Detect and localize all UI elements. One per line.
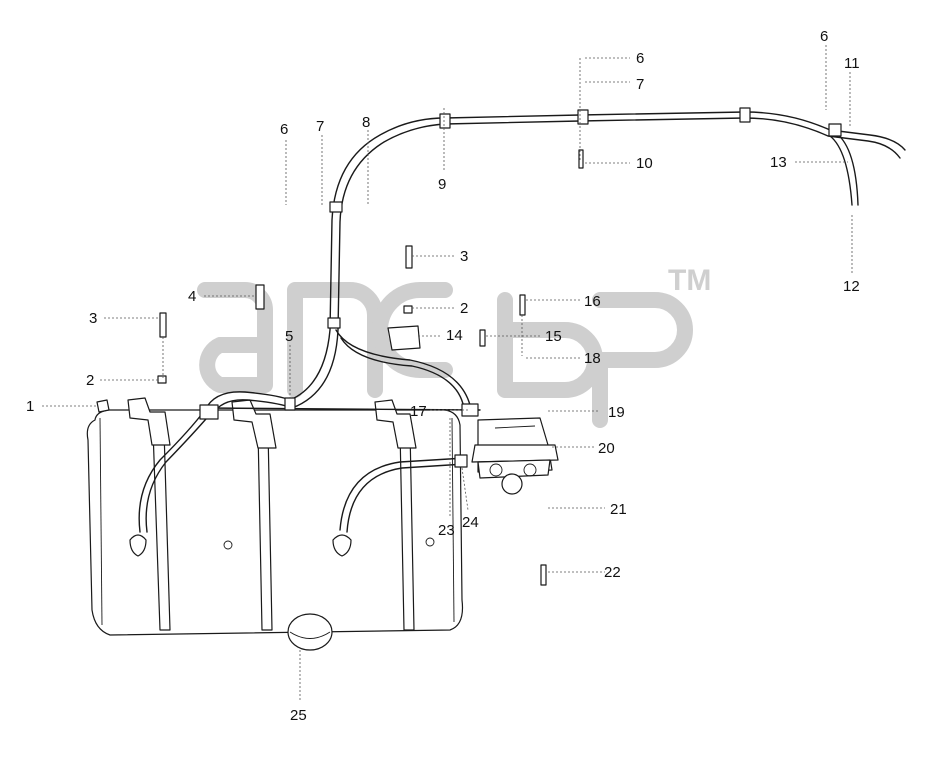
callout-6-middle: 6 [636,50,644,67]
callout-2-right: 2 [460,300,468,317]
callout-2-left: 2 [86,372,94,389]
callout-4: 4 [188,288,196,305]
fuel-tank [86,409,464,651]
callout-16: 16 [584,293,601,310]
callout-labels: 1 2 2 3 3 4 5 6 6 6 7 7 8 9 10 11 12 13 … [26,28,860,724]
filter-assembly [387,325,559,495]
drain-plug [287,613,333,651]
watermark-logo: TM [197,264,711,428]
callout-9: 9 [438,176,446,193]
fasteners [96,149,584,586]
callout-5: 5 [285,328,293,345]
callout-3-left: 3 [89,310,97,327]
callout-14: 14 [446,327,463,344]
callout-17: 17 [410,403,427,420]
callout-15: 15 [545,328,562,345]
callout-6-left: 6 [280,121,288,138]
callout-8: 8 [362,114,370,131]
callout-20: 20 [598,440,615,457]
leader-lines [42,45,853,700]
clamps [199,107,842,468]
callout-10: 10 [636,155,653,172]
callout-13: 13 [770,154,787,171]
callout-1: 1 [26,398,34,415]
callout-12: 12 [843,278,860,295]
callout-21: 21 [610,501,627,518]
callout-6-right: 6 [820,28,828,45]
callout-25: 25 [290,707,307,724]
callout-23: 23 [438,522,455,539]
callout-24: 24 [462,514,479,531]
callout-7-left: 7 [316,118,324,135]
callout-11: 11 [844,55,860,72]
fuel-lines [138,111,906,533]
callout-3-right: 3 [460,248,468,265]
callout-7-right: 7 [636,76,644,93]
callout-19: 19 [608,404,625,421]
callout-22: 22 [604,564,621,581]
tank-brackets [127,397,417,449]
mount-plate [387,325,421,351]
callout-18: 18 [584,350,601,367]
watermark-trademark: TM [668,264,711,297]
